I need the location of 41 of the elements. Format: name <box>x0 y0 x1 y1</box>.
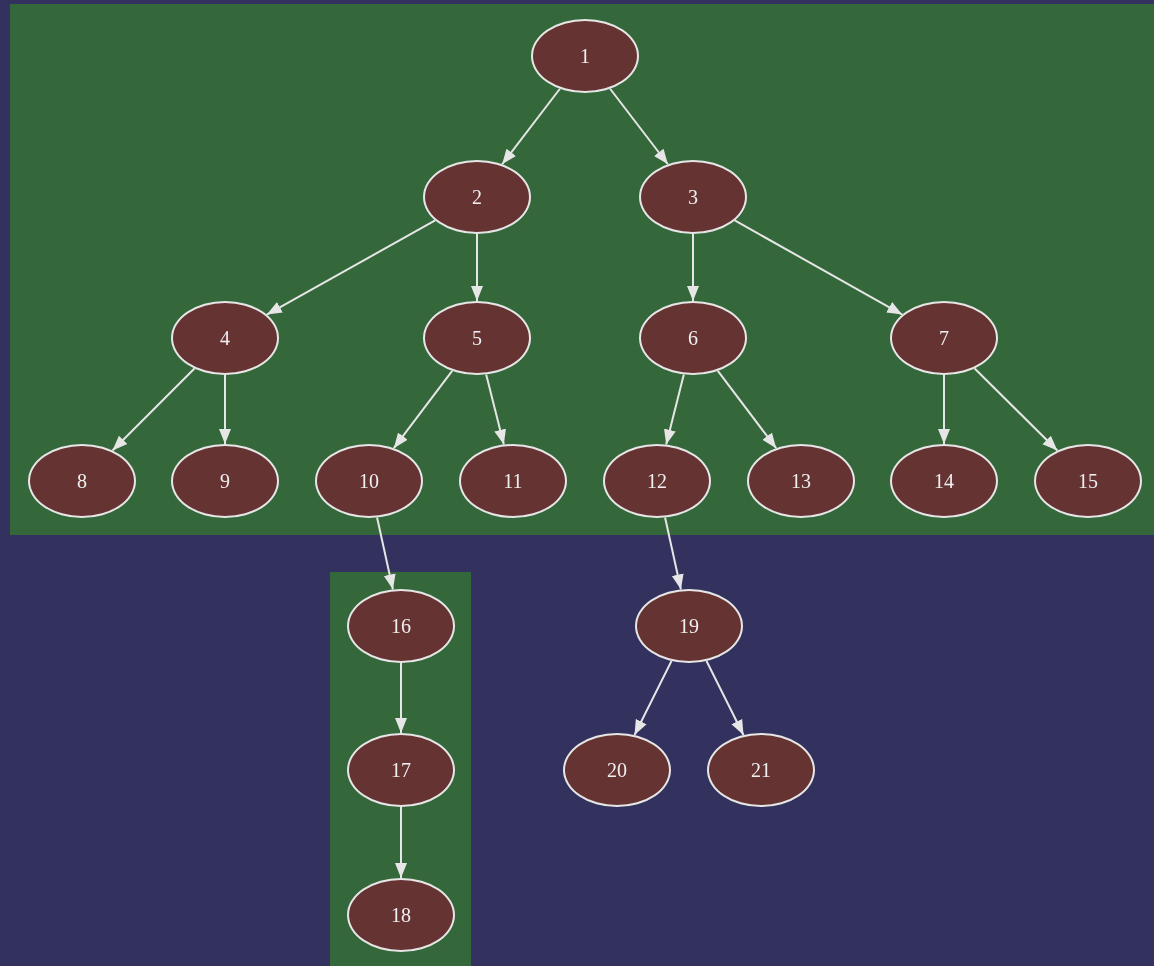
arrow <box>733 219 904 316</box>
arrow <box>395 662 407 734</box>
node-label: 9 <box>220 471 230 491</box>
cluster-background <box>330 572 471 966</box>
node-label: 11 <box>503 471 523 491</box>
node-label: 15 <box>1078 471 1098 491</box>
arrow <box>609 87 669 166</box>
node-label: 21 <box>751 760 771 780</box>
node-label: 6 <box>688 328 698 348</box>
node-label: 13 <box>791 471 811 491</box>
arrow <box>219 374 231 445</box>
node-label: 4 <box>220 328 230 348</box>
arrow <box>633 660 673 736</box>
arrow <box>664 373 685 446</box>
cluster-background <box>10 4 1154 535</box>
node-label: 7 <box>939 328 949 348</box>
arrow <box>973 367 1059 452</box>
node-label: 16 <box>391 616 411 636</box>
arrow <box>395 806 407 879</box>
arrow <box>716 369 778 450</box>
node-label: 1 <box>580 46 590 66</box>
node-label: 18 <box>391 905 411 925</box>
node-label: 12 <box>647 471 667 491</box>
arrow <box>471 233 483 302</box>
arrow <box>265 219 437 316</box>
node-label: 19 <box>679 616 699 636</box>
node-label: 17 <box>391 760 411 780</box>
node-label: 2 <box>472 187 482 207</box>
arrow <box>392 369 454 450</box>
arrow <box>687 233 699 302</box>
arrow <box>111 367 196 452</box>
node-label: 5 <box>472 328 482 348</box>
node-label: 10 <box>359 471 379 491</box>
arrow <box>485 373 506 446</box>
arrow <box>705 660 745 736</box>
node-label: 8 <box>77 471 87 491</box>
node-label: 20 <box>607 760 627 780</box>
arrow <box>501 87 561 166</box>
arrow <box>938 374 950 445</box>
node-label: 14 <box>934 471 954 491</box>
node-label: 3 <box>688 187 698 207</box>
